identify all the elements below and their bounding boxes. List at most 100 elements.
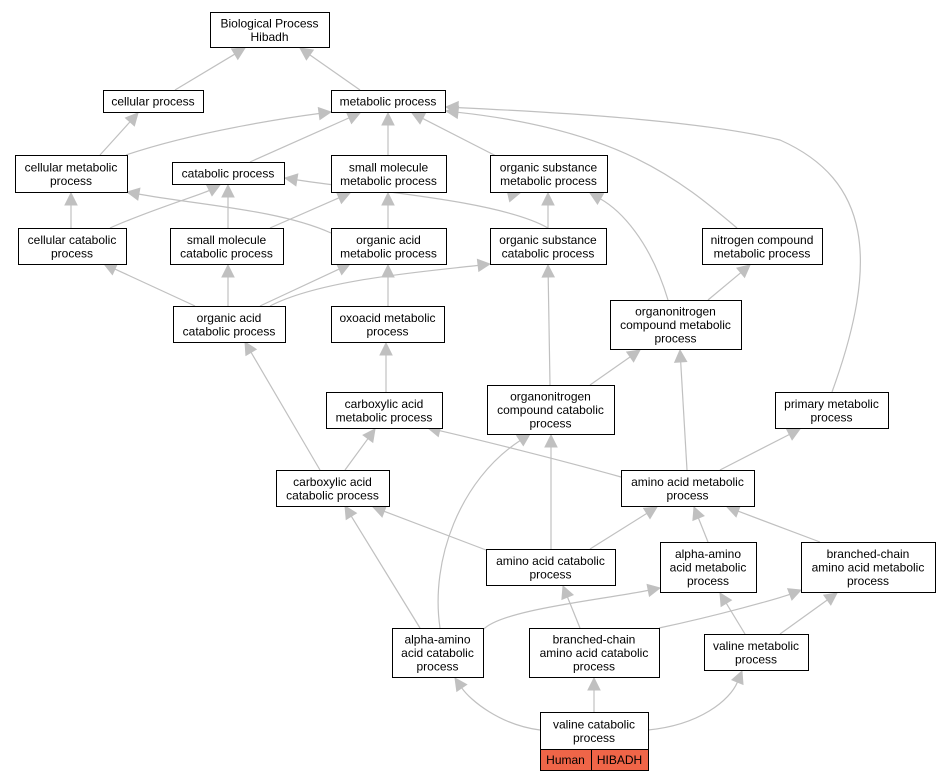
edge-valine-catabolic-process-to-alpha-amino-acid-catabolic-process bbox=[454, 677, 541, 731]
node-label-line: carboxylic acid bbox=[345, 397, 424, 411]
node-catabolic-process[interactable]: catabolic process bbox=[172, 162, 285, 185]
node-label-line: amino acid metabolic bbox=[631, 475, 744, 489]
arrow-head bbox=[244, 341, 258, 357]
edge-small-molecule-catabolic-process-to-catabolic-process bbox=[221, 183, 235, 228]
node-label-line: organic substance bbox=[499, 233, 597, 247]
node-label-line: Hibadh bbox=[250, 30, 288, 44]
node-label-line: process bbox=[847, 574, 889, 588]
edge-line bbox=[249, 117, 350, 163]
node-label-line: metabolic process bbox=[340, 246, 437, 260]
edge-alpha-amino-acid-catabolic-process-to-alpha-amino-acid-metabolic-process bbox=[482, 583, 662, 631]
edge-amino-acid-catabolic-process-to-carboxylic-acid-catabolic-process bbox=[371, 505, 487, 551]
node-box bbox=[660, 542, 757, 593]
node-label-line: small molecule bbox=[349, 160, 429, 174]
node-label-line: organonitrogen bbox=[510, 390, 591, 404]
node-label-line: organic substance bbox=[500, 160, 598, 174]
edge-line bbox=[647, 681, 738, 731]
node-label-line: catabolic process bbox=[180, 246, 273, 260]
arrow-head bbox=[317, 106, 333, 121]
edge-primary-metabolic-process-to-metabolic-process bbox=[444, 100, 861, 393]
node-label-line: carboxylic acid bbox=[293, 475, 372, 489]
edge-carboxylic-acid-metabolic-process-to-oxoacid-metabolic-process bbox=[379, 341, 393, 392]
edge-line bbox=[350, 515, 421, 629]
arrow-head bbox=[541, 263, 556, 278]
node-label-line: metabolic process bbox=[340, 174, 437, 188]
node-box bbox=[702, 228, 823, 265]
edges-layer bbox=[64, 47, 861, 731]
edge-line bbox=[600, 198, 669, 301]
edge-cellular-metabolic-process-to-cellular-process bbox=[99, 112, 139, 156]
edge-valine-metabolic-process-to-alpha-amino-acid-metabolic-process bbox=[719, 592, 746, 635]
node-box bbox=[331, 90, 446, 113]
node-cellular-process[interactable]: cellular process bbox=[103, 90, 204, 113]
node-label-line: primary metabolic bbox=[784, 397, 879, 411]
node-box bbox=[621, 470, 755, 507]
edge-organonitrogen-compound-metabolic-process-to-organic-substance-metabolic-process bbox=[589, 192, 669, 301]
edge-carboxylic-acid-catabolic-process-to-organic-acid-catabolic-process bbox=[244, 341, 321, 471]
edge-line bbox=[547, 276, 551, 386]
edge-line bbox=[680, 361, 688, 471]
edge-line bbox=[566, 596, 581, 629]
edge-line bbox=[439, 430, 622, 478]
edge-small-molecule-catabolic-process-to-small-molecule-metabolic-process bbox=[269, 191, 352, 229]
node-label-line: metabolic process bbox=[336, 410, 433, 424]
node-box bbox=[210, 12, 330, 48]
node-box bbox=[172, 162, 285, 185]
edge-alpha-amino-acid-catabolic-process-to-organonitrogen-compound-catabolic-process bbox=[437, 433, 531, 629]
annotation-hibadh: HIBADH bbox=[591, 749, 649, 771]
edge-line bbox=[174, 53, 236, 91]
node-box bbox=[487, 385, 615, 435]
edge-organic-acid-catabolic-process-to-small-molecule-catabolic-process bbox=[221, 263, 235, 306]
edge-catabolic-process-to-metabolic-process bbox=[249, 111, 362, 163]
edge-organonitrogen-compound-catabolic-process-to-organic-substance-catabolic-process bbox=[541, 263, 556, 386]
node-label-line: process bbox=[50, 174, 92, 188]
arrow-head bbox=[362, 428, 376, 444]
edge-line bbox=[707, 272, 742, 301]
node-metabolic-process[interactable]: metabolic process bbox=[331, 90, 446, 113]
annotation-label: HIBADH bbox=[597, 753, 642, 767]
arrow-head bbox=[230, 47, 246, 61]
arrow-head bbox=[692, 505, 705, 522]
node-box bbox=[775, 392, 889, 429]
edge-line bbox=[719, 433, 790, 471]
node-label-line: valine metabolic bbox=[713, 639, 799, 653]
edge-oxoacid-metabolic-process-to-organic-acid-metabolic-process bbox=[381, 263, 395, 306]
edge-line bbox=[779, 599, 828, 635]
node-label-line: process bbox=[529, 567, 571, 581]
arrow-head bbox=[102, 263, 119, 276]
node-label-line: process bbox=[416, 660, 458, 674]
edge-line bbox=[658, 593, 791, 629]
edge-cellular-catabolic-process-to-cellular-metabolic-process bbox=[64, 191, 78, 228]
arrow-head bbox=[822, 592, 838, 606]
node-label-line: alpha-amino bbox=[404, 633, 470, 647]
edge-line bbox=[589, 512, 648, 550]
edge-line bbox=[725, 602, 746, 635]
edge-organic-acid-metabolic-process-to-small-molecule-metabolic-process bbox=[381, 191, 395, 228]
node-label-line: metabolic process bbox=[340, 95, 437, 109]
edge-branched-chain-amino-acid-metabolic-process-to-amino-acid-metabolic-process bbox=[725, 505, 821, 543]
